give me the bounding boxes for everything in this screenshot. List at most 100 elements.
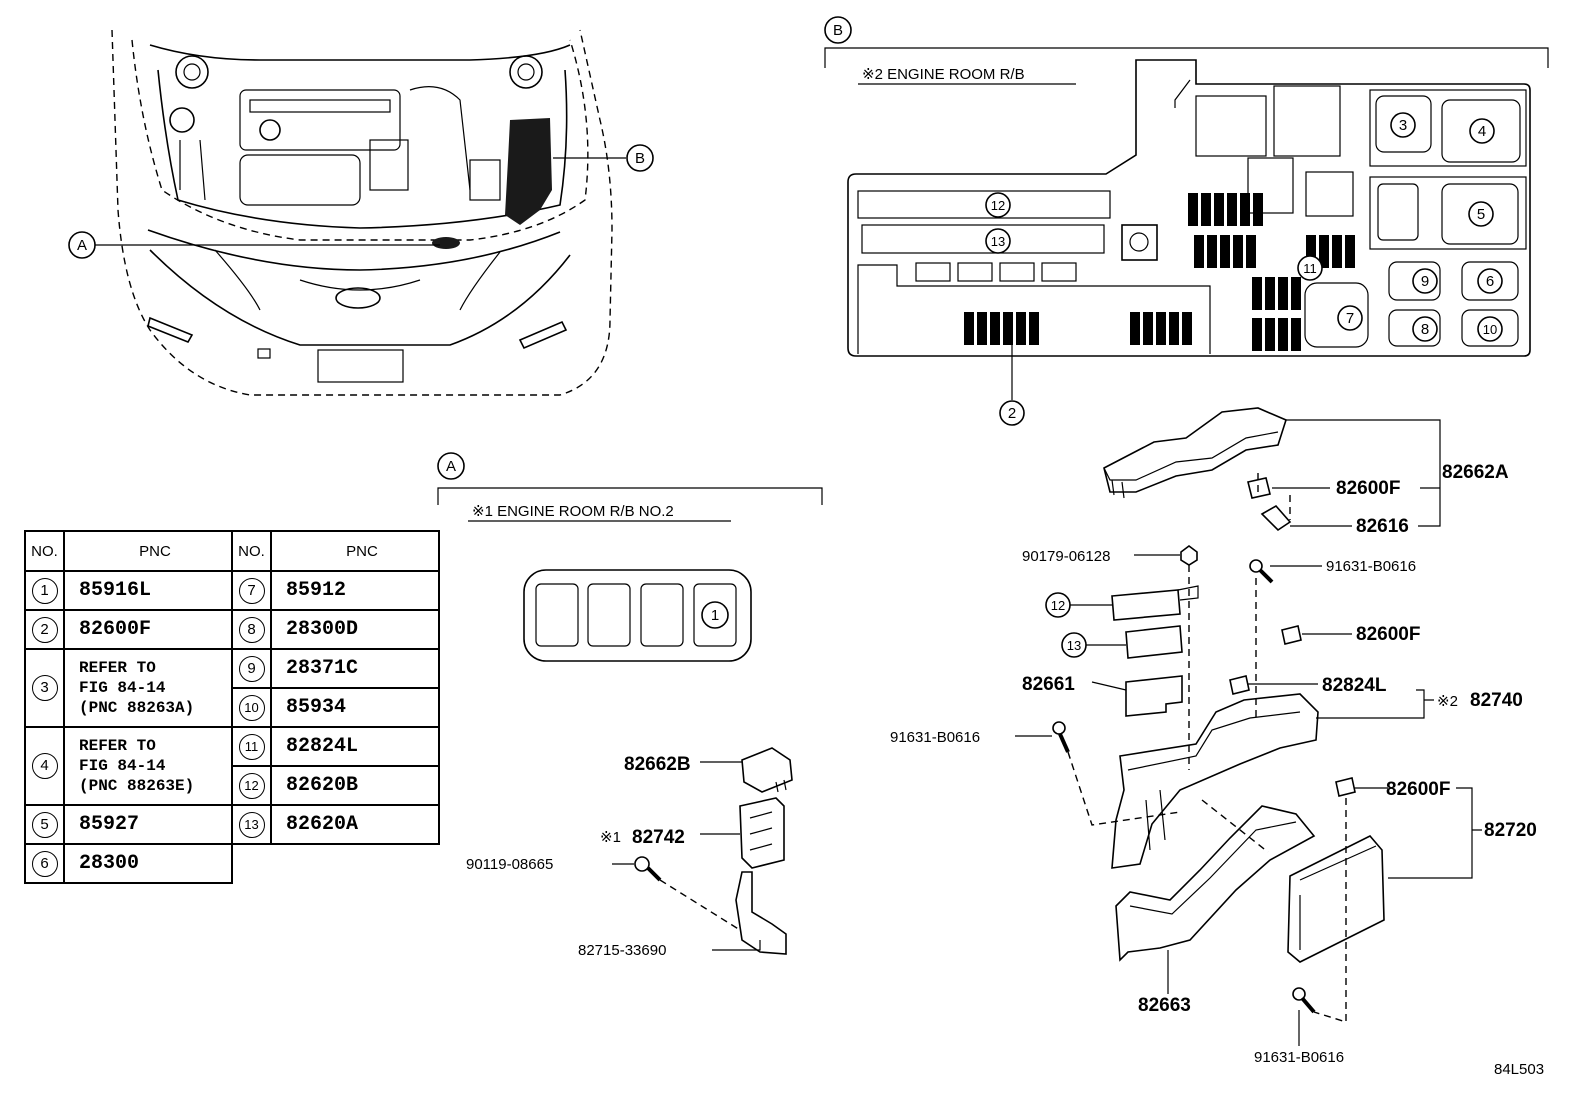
rb-circle-2: 2 [999, 400, 1025, 426]
svg-text:4: 4 [1478, 123, 1486, 140]
label-82824l: 82824L [1322, 675, 1387, 696]
label-82600f-mid: 82600F [1356, 624, 1420, 645]
label-82616: 82616 [1356, 516, 1409, 537]
rb-circle-11: 11 [1297, 255, 1323, 281]
label-a-box-mark: ※1 [600, 829, 621, 846]
header-pnc-right: PNC [270, 530, 440, 572]
label-91631-b0616-bottom: 91631-B0616 [1254, 1049, 1344, 1066]
pnc-value: 85912 [270, 570, 440, 611]
label-82662b: 82662B [624, 754, 691, 775]
label-82662a: 82662A [1442, 462, 1509, 483]
row-number: 1 [24, 570, 65, 611]
header-no-left: NO. [24, 530, 65, 572]
pnc-value: 82824L [270, 726, 440, 767]
pnc-value: 82620A [270, 804, 440, 845]
exploded-circle-12: 12 [1045, 592, 1071, 618]
label-82661: 82661 [1022, 674, 1075, 695]
section-a-title: ※1 ENGINE ROOM R/B NO.2 [472, 503, 674, 520]
label-90119-08665: 90119-08665 [466, 856, 553, 873]
svg-text:10: 10 [1483, 322, 1497, 337]
row-number: 6 [24, 843, 65, 884]
pnc-value: 28300D [270, 609, 440, 650]
rb-circle-9: 9 [1412, 268, 1438, 294]
row-number: 10 [231, 687, 272, 728]
label-91631-b0616-top: 91631-B0616 [1326, 558, 1416, 575]
rb-circle-4: 4 [1469, 118, 1495, 144]
row-number: 4 [24, 726, 65, 806]
label-82720: 82720 [1484, 820, 1537, 841]
pnc-value: 85916L [63, 570, 233, 611]
vehicle-engine-bay-illustration [111, 29, 613, 396]
rb-circle-3: 3 [1390, 112, 1416, 138]
row-number: 2 [24, 609, 65, 650]
svg-text:12: 12 [1051, 598, 1065, 613]
svg-text:8: 8 [1421, 321, 1429, 338]
row-number: 3 [24, 648, 65, 728]
rb-circle-10: 10 [1477, 316, 1503, 342]
rb-circle-7: 7 [1337, 305, 1363, 331]
svg-text:9: 9 [1421, 273, 1429, 290]
row-number: 8 [231, 609, 272, 650]
svg-text:2: 2 [1008, 405, 1016, 422]
row-number: 9 [231, 648, 272, 689]
label-91631-b0616-left: 91631-B0616 [890, 729, 980, 746]
engine-room-relay-block-layout [847, 59, 1531, 400]
svg-text:11: 11 [1303, 261, 1317, 276]
header-no-right: NO. [231, 530, 272, 572]
callout-a-label: A [77, 237, 87, 254]
label-82742: 82742 [632, 827, 685, 848]
section-b-title: ※2 ENGINE ROOM R/B [862, 66, 1025, 83]
exploded-relay-block-a [634, 747, 793, 955]
label-82600f-low: 82600F [1386, 779, 1450, 800]
exploded-relay-block-b [1052, 407, 1385, 1023]
rb-circle-6: 6 [1477, 268, 1503, 294]
label-82715-33690: 82715-33690 [578, 942, 666, 959]
empty-cell [232, 843, 439, 883]
svg-text:13: 13 [991, 234, 1005, 249]
section-b-marker: B [833, 22, 843, 39]
callout-b-label: B [635, 150, 645, 167]
svg-text:3: 3 [1399, 117, 1407, 134]
rb-circle-12: 12 [985, 192, 1011, 218]
pnc-value: 85927 [63, 804, 233, 845]
row-number: 7 [231, 570, 272, 611]
row-number: 11 [231, 726, 272, 767]
label-82600f-cover: 82600F [1336, 478, 1400, 499]
label-90179-06128: 90179-06128 [1022, 548, 1110, 565]
pnc-value: 85934 [270, 687, 440, 728]
rb-circle-8: 8 [1412, 316, 1438, 342]
label-82663: 82663 [1138, 995, 1191, 1016]
engine-room-rb-no2-layout [523, 569, 752, 662]
figure-code: 84L503 [1494, 1061, 1544, 1078]
table-header-row: NO. PNC NO. PNC [24, 530, 440, 572]
svg-text:13: 13 [1067, 638, 1081, 653]
label-82740: 82740 [1470, 690, 1523, 711]
pnc-value: 82600F [63, 609, 233, 650]
pnc-value: 28300 [63, 843, 233, 884]
rb-circle-5: 5 [1468, 201, 1494, 227]
header-pnc-left: PNC [63, 530, 233, 572]
row-number: 12 [231, 765, 272, 806]
svg-text:5: 5 [1477, 206, 1485, 223]
rb2-circle-1: 1 [711, 607, 719, 624]
row-number: 5 [24, 804, 65, 845]
label-b-box-mark: ※2 [1437, 693, 1458, 710]
row-number: 13 [231, 804, 272, 845]
svg-text:7: 7 [1346, 310, 1354, 327]
svg-text:12: 12 [991, 198, 1005, 213]
pnc-value: 82620B [270, 765, 440, 806]
svg-text:6: 6 [1486, 273, 1494, 290]
exploded-circle-13: 13 [1061, 632, 1087, 658]
